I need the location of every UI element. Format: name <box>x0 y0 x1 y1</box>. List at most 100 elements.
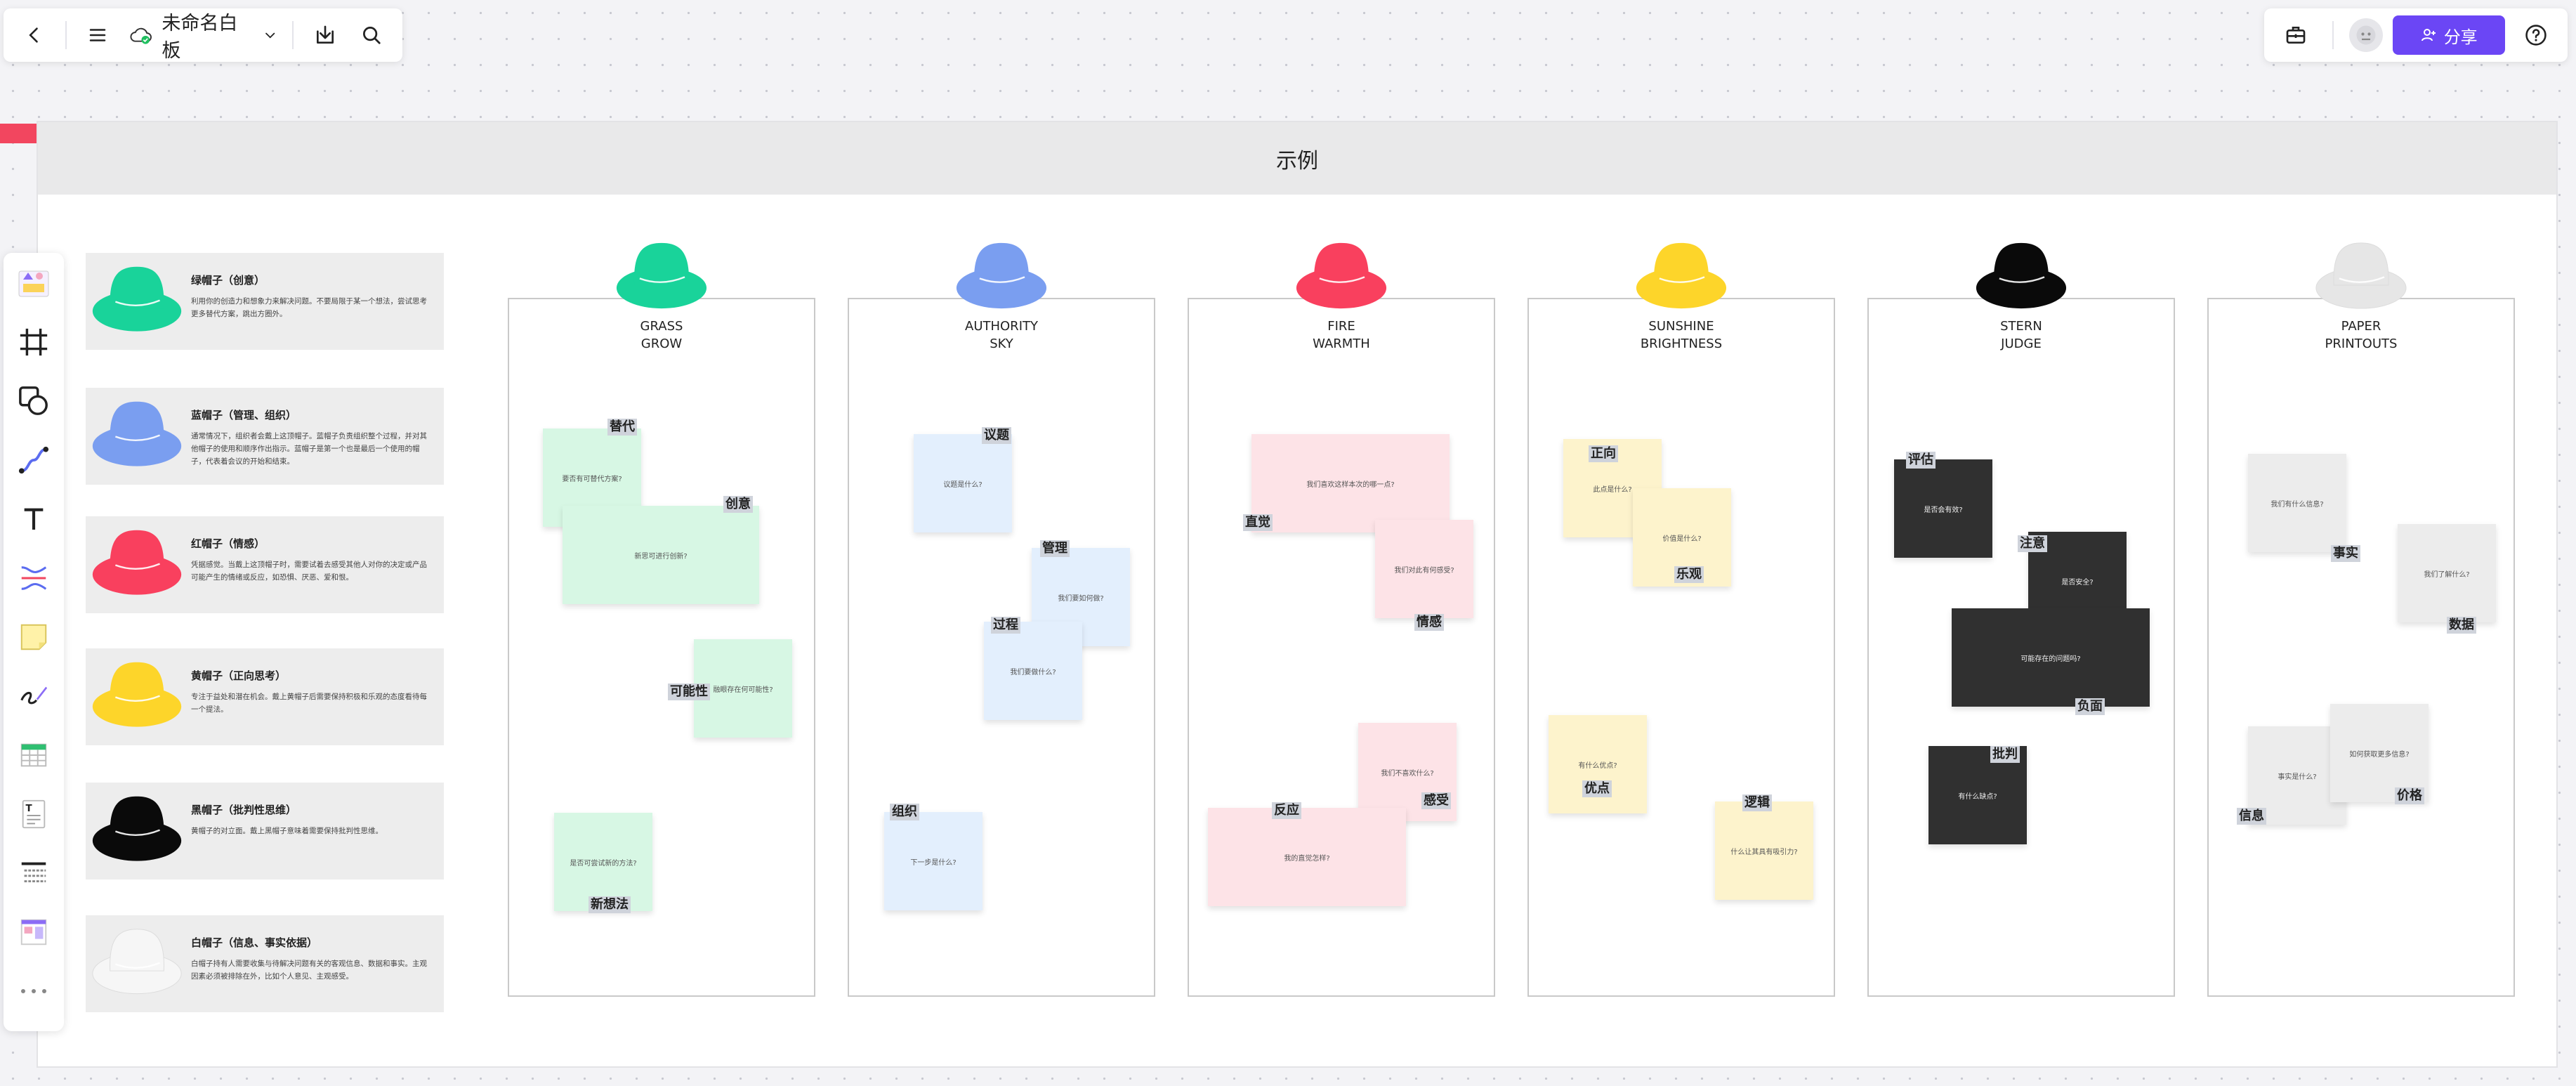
sticky-tag[interactable]: 新想法 <box>589 896 631 913</box>
sticky-note[interactable]: 融眼存在何可能性? <box>694 639 792 738</box>
sticky-note[interactable]: 有什么优点? <box>1549 715 1647 813</box>
sticky-tag[interactable]: 评估 <box>1906 452 1936 469</box>
toolbar-divider <box>292 21 294 49</box>
list-tool[interactable] <box>11 850 57 896</box>
top-right-toolbar: 分享 <box>2264 8 2568 62</box>
hat-icon <box>2315 242 2407 309</box>
sticky-tag[interactable]: 信息 <box>2237 808 2266 825</box>
column-label-line2: BRIGHTNESS <box>1640 336 1723 351</box>
legend-card[interactable]: 红帽子（情感）凭据感觉。当戴上这顶帽子时，需要试着去感受其他人对你的决定或产品可… <box>86 516 444 613</box>
sticky-tag[interactable]: 价格 <box>2395 787 2424 804</box>
hat-column[interactable] <box>2207 298 2515 997</box>
sticky-tag[interactable]: 反应 <box>1272 802 1301 819</box>
sticky-tag[interactable]: 创意 <box>723 496 753 513</box>
sticky-tag[interactable]: 注意 <box>2018 535 2047 552</box>
sticky-tag[interactable]: 数据 <box>2447 617 2476 634</box>
frame-icon <box>20 328 48 356</box>
sticky-note[interactable]: 下一步是什么? <box>884 812 983 910</box>
hat-icon <box>956 242 1047 309</box>
text-icon <box>24 508 44 530</box>
sticky-tag[interactable]: 可能性 <box>668 683 710 700</box>
sticky-tag[interactable]: 管理 <box>1040 540 1070 557</box>
sticky-note[interactable]: 是否可尝试新的方法? <box>554 813 652 911</box>
download-button[interactable] <box>303 13 346 57</box>
shape-tool[interactable] <box>11 378 57 424</box>
document-tool[interactable]: T <box>11 791 57 837</box>
text-tool[interactable] <box>11 496 57 542</box>
hat-icon <box>2313 239 2409 316</box>
sticky-tag[interactable]: 正向 <box>1589 445 1618 462</box>
table-tool[interactable] <box>11 732 57 778</box>
frame-marker[interactable] <box>0 124 37 143</box>
pen-tool[interactable] <box>11 673 57 719</box>
legend-card[interactable]: 白帽子（信息、事实依据）白帽子持有人需要收集与待解决问题有关的客观信息、数据和事… <box>86 915 444 1012</box>
hat-icon <box>92 401 182 466</box>
document-title-dropdown[interactable]: 未命名白板 <box>124 8 283 63</box>
hat-icon <box>90 925 184 1002</box>
sticky-tag[interactable]: 乐观 <box>1674 566 1704 583</box>
sticky-note[interactable]: 新思可进行创新? <box>563 506 759 604</box>
legend-description: 专注于益处和潜在机会。戴上黄帽子后需要保持积极和乐观的态度看待每一个提法。 <box>191 693 427 714</box>
sticky-note[interactable]: 可能存在的问题吗? <box>1952 608 2150 707</box>
template-tool[interactable] <box>11 260 57 306</box>
hat-icon <box>92 929 182 995</box>
connector-icon <box>18 446 49 474</box>
sticky-note[interactable]: 我的直觉怎样? <box>1208 808 1406 906</box>
sticky-tag[interactable]: 替代 <box>607 419 637 436</box>
legend-card[interactable]: 黑帽子（批判性思维）黄帽子的对立面。戴上黑帽子意味着需要保持批判性思维。 <box>86 783 444 879</box>
sticky-tag[interactable]: 事实 <box>2331 545 2360 562</box>
legend-title: 黑帽子（批判性思维） <box>191 804 297 816</box>
sticky-note[interactable]: 我们了解什么? <box>2398 524 2496 622</box>
column-label-line1: AUTHORITY <box>965 319 1038 334</box>
sticky-tag[interactable]: 优点 <box>1582 780 1612 797</box>
legend-title: 绿帽子（创意） <box>191 274 265 287</box>
sticky-note[interactable]: 我们有什么信息? <box>2248 454 2346 552</box>
legend-card[interactable]: 黄帽子（正向思考）专注于益处和潜在机会。戴上黄帽子后需要保持积极和乐观的态度看待… <box>86 648 444 745</box>
sticky-tag[interactable]: 逻辑 <box>1742 794 1772 811</box>
column-label-line1: SUNSHINE <box>1648 319 1714 334</box>
sticky-note-tool[interactable] <box>11 614 57 660</box>
mindmap-tool[interactable] <box>11 555 57 601</box>
search-button[interactable] <box>350 13 393 57</box>
document-title: 未命名白板 <box>162 13 238 62</box>
toolbox-button[interactable] <box>2274 13 2317 57</box>
sticky-note[interactable]: 是否会有效? <box>1894 459 1992 558</box>
kanban-tool[interactable] <box>11 909 57 955</box>
hat-icon <box>90 792 184 870</box>
menu-button[interactable] <box>77 13 119 57</box>
user-avatar-icon <box>2356 25 2376 45</box>
sticky-tag[interactable]: 情感 <box>1414 614 1444 631</box>
hat-icon <box>1296 242 1387 309</box>
legend-card[interactable]: 蓝帽子（管理、组织）通常情况下，组织者会戴上这顶帽子。蓝帽子负责组织整个过程，并… <box>86 388 444 485</box>
column-label-line1: GRASS <box>640 319 683 334</box>
sticky-note[interactable]: 我们对此有何感受? <box>1375 520 1473 618</box>
sticky-note[interactable]: 什么让其具有吸引力? <box>1715 802 1813 900</box>
avatar[interactable] <box>2349 18 2383 52</box>
toolbar-divider <box>2332 21 2334 49</box>
frame-tool[interactable] <box>11 319 57 365</box>
sticky-tag[interactable]: 直觉 <box>1243 514 1273 531</box>
mindmap-icon <box>21 566 47 590</box>
sticky-note[interactable]: 如何获取更多信息? <box>2330 704 2429 802</box>
sticky-tag[interactable]: 组织 <box>890 804 919 820</box>
share-button[interactable]: 分享 <box>2392 15 2505 55</box>
sticky-tag[interactable]: 议题 <box>982 427 1011 444</box>
sticky-tag[interactable]: 感受 <box>1421 792 1451 809</box>
sticky-note[interactable]: 我们喜欢这样本次的哪一点? <box>1251 434 1450 532</box>
help-button[interactable] <box>2515 13 2558 57</box>
sticky-tag[interactable]: 批判 <box>1990 746 2020 763</box>
sticky-note[interactable]: 议题是什么? <box>914 434 1012 532</box>
sticky-tag[interactable]: 过程 <box>991 617 1020 634</box>
frame-title: 示例 <box>1276 148 1318 174</box>
more-tools-button[interactable] <box>11 968 57 1014</box>
sticky-tag[interactable]: 负面 <box>2075 698 2105 715</box>
add-user-icon <box>2421 29 2436 41</box>
back-button[interactable] <box>13 13 55 57</box>
connector-tool[interactable] <box>11 437 57 483</box>
hat-icon <box>90 263 184 340</box>
sticky-note[interactable]: 我们要做什么? <box>984 622 1082 720</box>
legend-card[interactable]: 绿帽子（创意）利用你的创造力和想象力来解决问题。不要局限于某一个想法，尝试思考更… <box>86 253 444 350</box>
